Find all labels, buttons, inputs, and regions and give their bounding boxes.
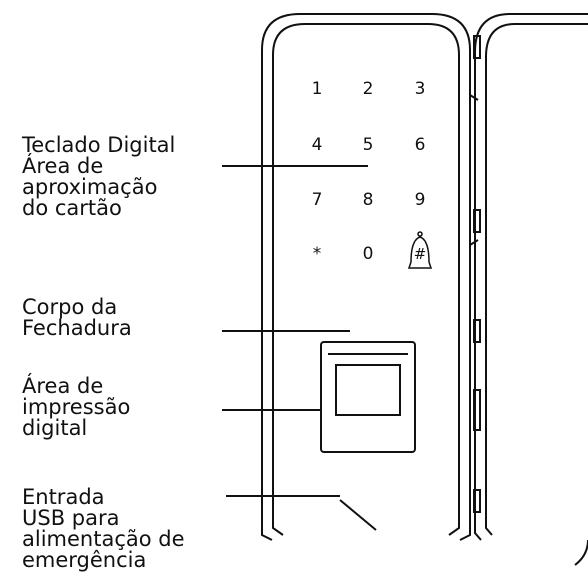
door-panel-inner — [485, 23, 588, 536]
clamp-tab — [473, 389, 481, 431]
clamp-tab — [473, 489, 481, 513]
key-1: 1 — [312, 79, 323, 99]
callout-keypad-line-4: do cartão — [22, 196, 122, 220]
door-edge-diagonal — [469, 239, 479, 246]
lock-body-outer — [261, 13, 471, 541]
callout-fingerprint-line-2: impressão — [22, 395, 131, 419]
callout-usb-line-3: alimentação de — [22, 527, 185, 551]
callout-keypad-line-3: aproximação — [22, 175, 158, 199]
lock-body-inner — [272, 23, 460, 536]
callout-body-line-2: Fechadura — [22, 316, 132, 340]
fingerprint-sensor-housing — [320, 341, 416, 453]
key-7: 7 — [312, 190, 323, 210]
bell-icon: # — [407, 231, 433, 269]
keypad: 1 2 3 4 5 6 7 8 9 * 0 # — [312, 79, 433, 269]
callout-usb-line-2: USB para — [22, 506, 120, 530]
callout-usb: Entrada USB para alimentação de emergênc… — [22, 487, 185, 571]
key-star: * — [313, 244, 322, 264]
clamp-tab — [473, 35, 481, 59]
key-0: 0 — [363, 244, 374, 264]
key-3: 3 — [415, 79, 426, 99]
door-edge-diagonal — [469, 94, 479, 101]
key-hash: # — [414, 245, 427, 263]
callout-fingerprint-line-3: digital — [22, 416, 88, 440]
key-5: 5 — [363, 135, 374, 155]
key-6: 6 — [415, 135, 426, 155]
callout-keypad-line-1: Teclado Digital — [22, 133, 176, 157]
callout-body-line-1: Corpo da — [22, 295, 118, 319]
callout-body: Corpo da Fechadura — [22, 297, 132, 339]
callout-usb-line-4: emergência — [22, 548, 147, 572]
callout-keypad: Teclado Digital Área de aproximação do c… — [22, 135, 175, 219]
key-4: 4 — [312, 135, 323, 155]
door-panel-outer — [474, 13, 588, 541]
callout-usb-line-1: Entrada — [22, 485, 105, 509]
fingerprint-sensor-window — [335, 364, 401, 416]
clamp-tab — [473, 319, 481, 343]
key-8: 8 — [363, 190, 374, 210]
usb-port-mark — [339, 499, 377, 531]
callout-fingerprint-line-1: Área de — [22, 374, 104, 398]
key-9: 9 — [415, 190, 426, 210]
clamp-tab — [473, 209, 481, 233]
door-panel-bottom-curve — [574, 539, 588, 566]
callout-keypad-line-2: Área de — [22, 154, 104, 178]
callout-fingerprint: Área de impressão digital — [22, 376, 130, 439]
key-2: 2 — [363, 79, 374, 99]
